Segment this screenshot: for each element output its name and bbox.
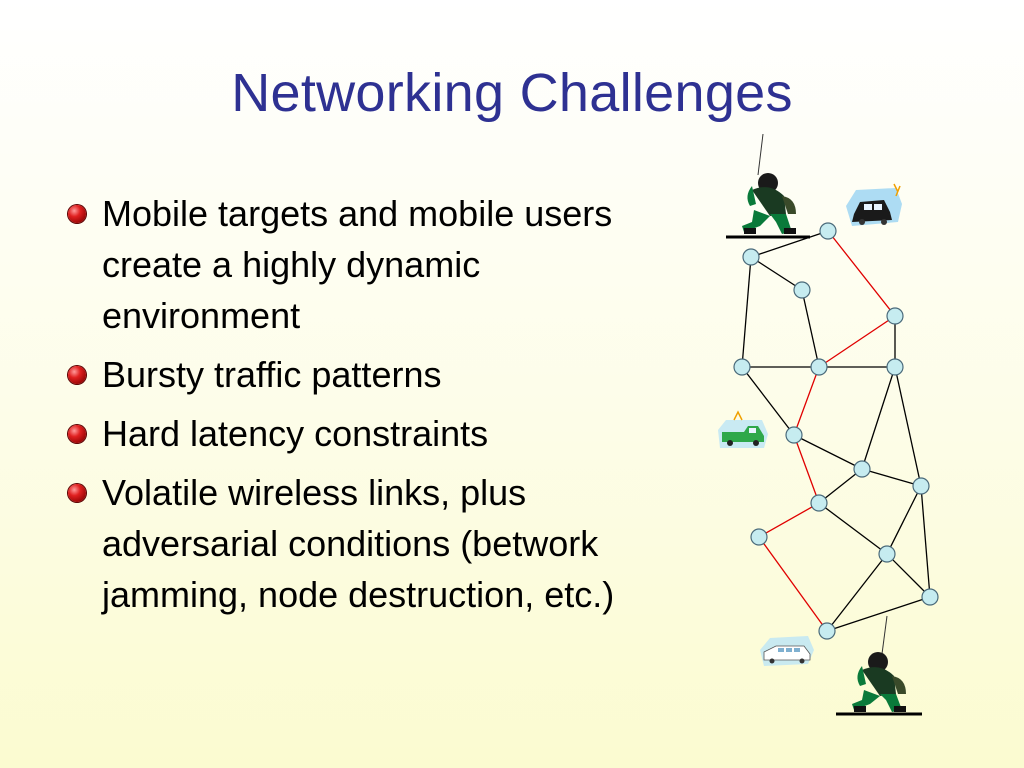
network-node bbox=[853, 460, 871, 478]
network-link bbox=[818, 468, 863, 504]
network-link bbox=[826, 596, 931, 632]
network-nodes bbox=[733, 222, 939, 640]
slide-title: Networking Challenges bbox=[231, 63, 793, 123]
route-link bbox=[818, 315, 896, 368]
network-link bbox=[741, 256, 752, 368]
bullet-text: Mobile targets and mobile users create a… bbox=[102, 193, 613, 336]
network-diagram bbox=[718, 133, 939, 716]
network-node bbox=[750, 528, 768, 546]
network-node bbox=[818, 622, 836, 640]
bullet-icon bbox=[68, 205, 86, 223]
bullet-text: Bursty traffic patterns bbox=[102, 354, 442, 395]
network-node bbox=[785, 426, 803, 444]
limousine-icon bbox=[760, 636, 814, 666]
network-link bbox=[818, 502, 888, 555]
network-link bbox=[886, 485, 922, 555]
bullet-item: Bursty traffic patterns bbox=[66, 349, 626, 400]
network-node bbox=[742, 248, 760, 266]
network-link bbox=[741, 366, 795, 436]
route-link bbox=[793, 434, 820, 504]
route-link bbox=[758, 536, 828, 632]
network-link bbox=[793, 434, 863, 470]
bullet-icon bbox=[68, 484, 86, 502]
bullet-icon bbox=[68, 425, 86, 443]
bullet-text: Hard latency constraints bbox=[102, 413, 489, 454]
network-links bbox=[741, 230, 931, 632]
taxi-icon bbox=[846, 183, 902, 226]
network-link bbox=[886, 553, 931, 598]
network-node bbox=[878, 545, 896, 563]
bullet-item: Volatile wireless links, plus adversaria… bbox=[66, 467, 626, 620]
network-node bbox=[886, 307, 904, 325]
network-node bbox=[810, 494, 828, 512]
bullet-list: Mobile targets and mobile users create a… bbox=[66, 188, 626, 628]
bullet-item: Hard latency constraints bbox=[66, 408, 626, 459]
network-link bbox=[894, 366, 922, 487]
network-link bbox=[801, 289, 820, 368]
soldier-icon bbox=[726, 133, 810, 239]
network-node bbox=[912, 477, 930, 495]
bullet-text: Volatile wireless links, plus adversaria… bbox=[102, 472, 615, 615]
network-link bbox=[861, 468, 922, 487]
route-link bbox=[793, 366, 820, 436]
route-link bbox=[758, 502, 820, 538]
bullet-icon bbox=[68, 366, 86, 384]
bullet-item: Mobile targets and mobile users create a… bbox=[66, 188, 626, 341]
route-link bbox=[827, 230, 896, 317]
soldier-icon bbox=[836, 615, 922, 716]
network-link bbox=[750, 230, 829, 258]
network-node bbox=[793, 281, 811, 299]
network-node bbox=[921, 588, 939, 606]
pickup-truck-icon bbox=[718, 410, 768, 448]
network-node bbox=[819, 222, 837, 240]
network-link bbox=[750, 256, 803, 291]
network-node bbox=[733, 358, 751, 376]
network-link bbox=[861, 366, 896, 470]
network-link bbox=[920, 485, 931, 598]
network-node bbox=[886, 358, 904, 376]
network-node bbox=[810, 358, 828, 376]
network-link bbox=[826, 553, 888, 632]
